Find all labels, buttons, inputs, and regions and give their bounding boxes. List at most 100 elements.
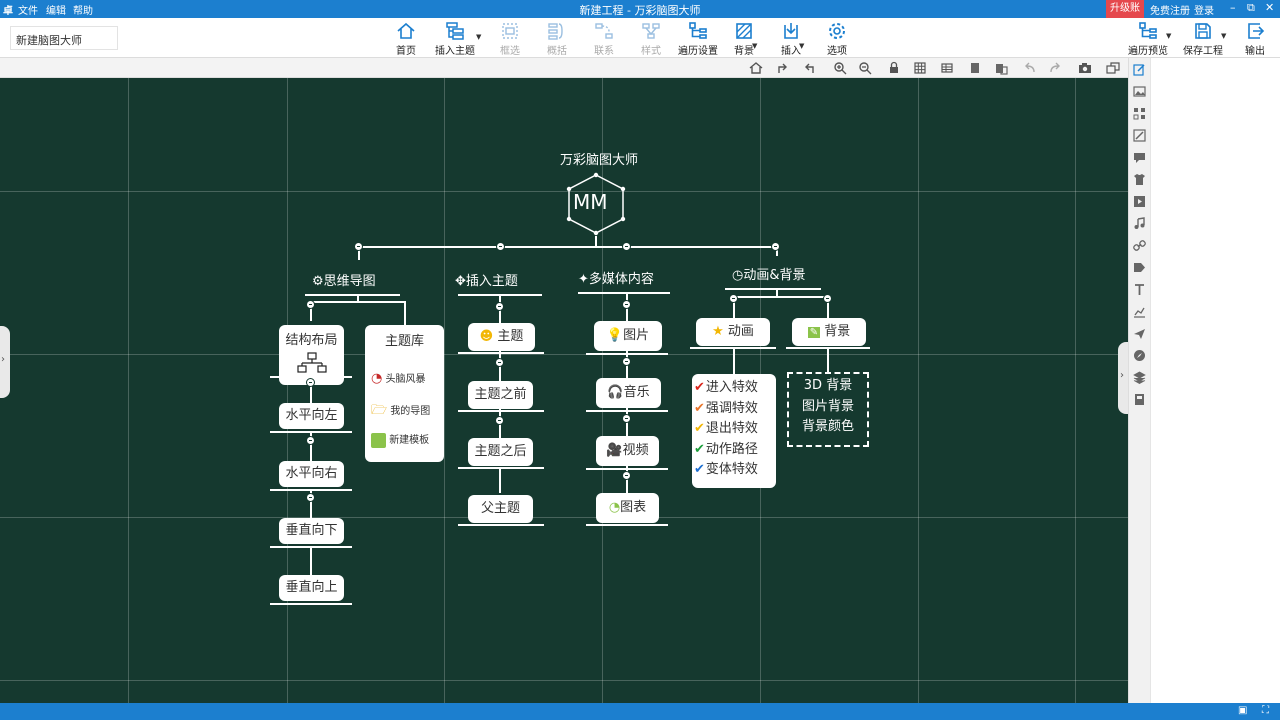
branch-animation-background[interactable]: ◷动画&背景 <box>732 264 805 283</box>
menu-edit[interactable]: 编辑 <box>46 6 66 17</box>
book-panel-icon[interactable] <box>1133 393 1146 406</box>
effect-morph[interactable]: ✔变体特效 <box>694 460 776 481</box>
zoom-in-icon[interactable] <box>833 61 847 75</box>
music-panel-icon[interactable] <box>1133 217 1146 230</box>
node-image[interactable]: 💡图片 <box>594 321 662 351</box>
node-video[interactable]: 🎥视频 <box>596 436 659 466</box>
root-hexagon-icon[interactable] <box>565 172 627 236</box>
collapse-toggle[interactable] <box>495 302 504 311</box>
options-button[interactable]: 选项 <box>811 21 863 57</box>
login-link[interactable]: 登录 <box>1194 6 1214 17</box>
node-parent-topic[interactable]: 父主题 <box>468 495 533 523</box>
topic-library-panel[interactable]: 主题库 ◔ 头脑风暴 🗁 我的导图 新建模板 <box>365 325 444 462</box>
select-button[interactable]: 框选 <box>484 21 536 57</box>
collapse-toggle[interactable] <box>496 242 505 251</box>
text-panel-icon[interactable] <box>1133 283 1146 296</box>
traverse-preview-dropdown-icon[interactable]: ▼ <box>1166 32 1172 40</box>
minimize-icon[interactable]: – <box>1230 1 1236 14</box>
image-panel-icon[interactable] <box>1133 85 1146 98</box>
restore-icon[interactable]: ⧉ <box>1247 1 1255 14</box>
node-chart[interactable]: ◔图表 <box>596 493 659 523</box>
save-project-button[interactable]: 保存工程 <box>1175 21 1231 57</box>
node-horizontal-left[interactable]: 水平向左 <box>279 403 344 429</box>
layers-panel-icon[interactable] <box>1133 371 1146 384</box>
relation-button[interactable]: 联系 <box>578 21 630 57</box>
status-fullscreen-icon[interactable]: ⛶ <box>1262 705 1269 716</box>
insert-dropdown-icon[interactable]: ▼ <box>799 42 805 50</box>
chart-panel-icon[interactable] <box>1133 305 1146 318</box>
structure-panel-icon[interactable] <box>1133 107 1146 120</box>
background-option-3d[interactable]: 3D 背景 <box>803 378 853 393</box>
node-vertical-down[interactable]: 垂直向下 <box>279 518 344 544</box>
node-horizontal-right[interactable]: 水平向右 <box>279 461 344 487</box>
edit-panel-icon[interactable] <box>1133 63 1146 76</box>
tshirt-panel-icon[interactable] <box>1133 173 1146 186</box>
paste-icon[interactable] <box>994 61 1008 75</box>
traverse-preview-button[interactable]: 遍历预览 <box>1120 21 1176 57</box>
background-option-color[interactable]: 背景颜色 <box>801 419 854 434</box>
link-panel-icon[interactable] <box>1133 239 1146 252</box>
grid-icon[interactable] <box>913 61 927 75</box>
collapse-toggle[interactable] <box>306 493 315 502</box>
background-options-box[interactable]: 3D 背景 图片背景 背景颜色 <box>787 372 869 447</box>
insert-topic-button[interactable]: 插入主题 <box>429 21 481 57</box>
undo-icon[interactable] <box>1023 61 1037 75</box>
node-music[interactable]: 🎧音乐 <box>596 378 661 408</box>
effect-emphasis[interactable]: ✔强调特效 <box>694 399 776 420</box>
branch-mindmap[interactable]: ⚙思维导图 <box>312 270 376 289</box>
node-animation[interactable]: ★ 动画 <box>696 318 770 346</box>
brush-panel-icon[interactable] <box>1133 129 1146 142</box>
menu-help[interactable]: 帮助 <box>73 6 93 17</box>
insert-topic-dropdown-icon[interactable]: ▼ <box>476 33 482 41</box>
upgrade-button[interactable]: 升级账户 <box>1106 0 1144 32</box>
background-dropdown-icon[interactable]: ▼ <box>752 42 758 50</box>
export-button[interactable]: 输出 <box>1229 21 1280 57</box>
compass-panel-icon[interactable] <box>1133 349 1146 362</box>
collapse-toggle[interactable] <box>622 300 631 309</box>
root-label[interactable]: MM <box>573 190 608 214</box>
node-before-topic[interactable]: 主题之前 <box>468 381 533 409</box>
rotate-left-icon[interactable] <box>802 61 816 75</box>
collapse-toggle[interactable] <box>729 294 738 303</box>
collapse-toggle[interactable] <box>495 358 504 367</box>
collapse-toggle[interactable] <box>306 378 315 387</box>
collapse-toggle[interactable] <box>622 471 631 480</box>
style-button[interactable]: 样式 <box>625 21 677 57</box>
insert-button[interactable]: 插入 <box>765 21 817 57</box>
play-panel-icon[interactable] <box>1133 195 1146 208</box>
table-icon[interactable] <box>940 61 954 75</box>
collapse-toggle[interactable] <box>622 414 631 423</box>
tag-panel-icon[interactable] <box>1133 261 1146 274</box>
collapse-toggle[interactable] <box>354 242 363 251</box>
node-structure-layout[interactable]: 结构布局 <box>279 325 344 385</box>
collapse-toggle[interactable] <box>306 300 315 309</box>
effect-exit[interactable]: ✔退出特效 <box>694 419 776 440</box>
effect-motion-path[interactable]: ✔动作路径 <box>694 440 776 461</box>
close-icon[interactable]: ✕ <box>1265 1 1275 14</box>
branch-insert-topic[interactable]: ✥插入主题 <box>455 270 518 289</box>
collapse-toggle[interactable] <box>622 242 631 251</box>
collapse-toggle[interactable] <box>495 416 504 425</box>
branch-multimedia[interactable]: ✦多媒体内容 <box>578 268 654 287</box>
mindmap-canvas[interactable]: › › 万彩脑图大师 MM ⚙思维导图 结构布局 <box>0 78 1128 703</box>
traverse-settings-button[interactable]: 遍历设置 <box>672 21 724 57</box>
register-link[interactable]: 免费注册 <box>1150 6 1190 17</box>
left-collapse-handle[interactable]: › <box>0 326 10 398</box>
node-topic[interactable]: ☻ 主题 <box>468 323 535 351</box>
window-mode-icon[interactable] <box>1106 61 1120 75</box>
collapse-toggle[interactable] <box>306 436 315 445</box>
comment-panel-icon[interactable] <box>1133 151 1146 164</box>
copy-icon[interactable] <box>968 61 982 75</box>
node-after-topic[interactable]: 主题之后 <box>468 438 533 466</box>
collapse-toggle[interactable] <box>622 357 631 366</box>
my-maps-item[interactable]: 🗁 我的导图 <box>371 401 430 423</box>
brainstorm-item[interactable]: ◔ 头脑风暴 <box>371 370 426 386</box>
plane-panel-icon[interactable] <box>1133 327 1146 340</box>
zoom-out-icon[interactable] <box>858 61 872 75</box>
right-expand-handle[interactable]: › <box>1118 342 1128 414</box>
document-name-field[interactable]: 新建脑图大师 <box>10 26 118 50</box>
rotate-right-icon[interactable] <box>776 61 790 75</box>
camera-icon[interactable] <box>1078 61 1092 75</box>
save-project-dropdown-icon[interactable]: ▼ <box>1221 32 1227 40</box>
node-vertical-up[interactable]: 垂直向上 <box>279 575 344 601</box>
